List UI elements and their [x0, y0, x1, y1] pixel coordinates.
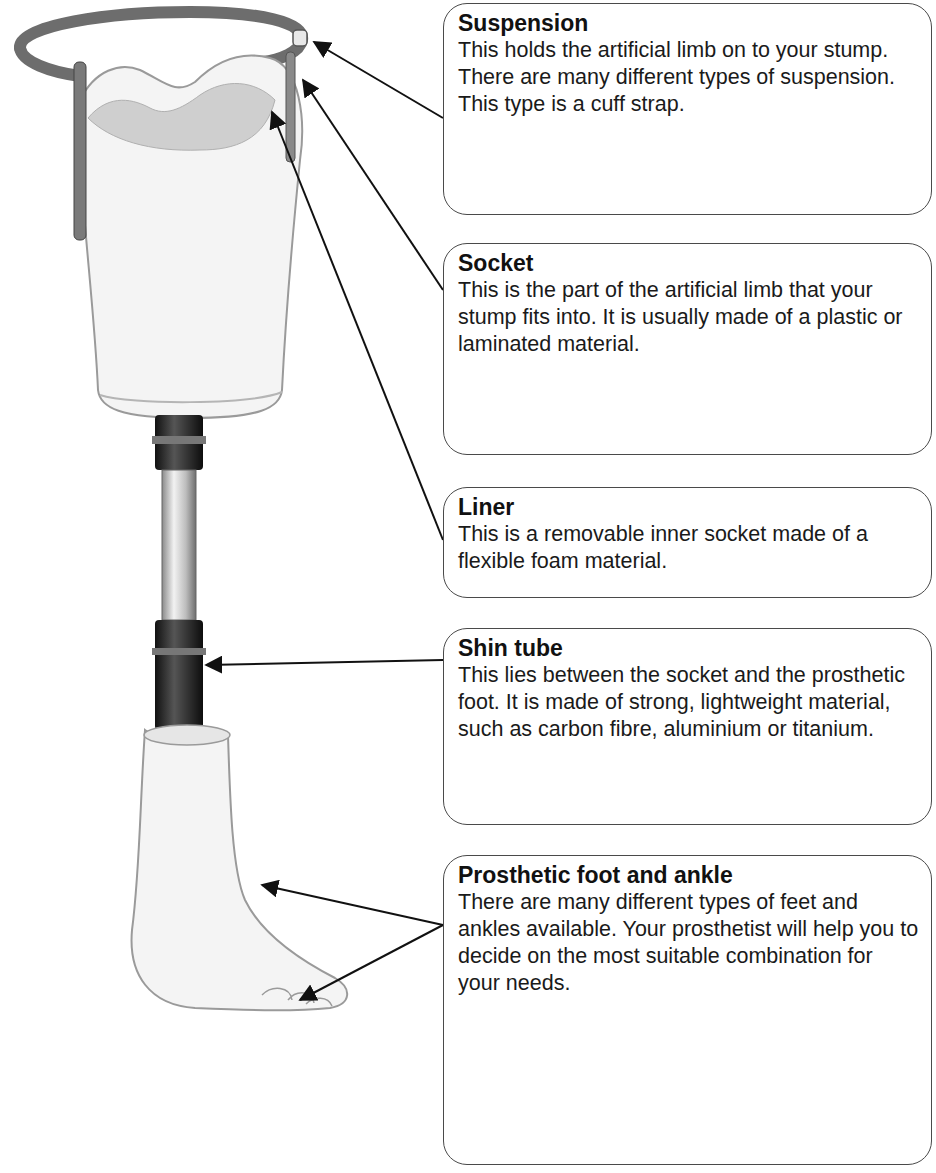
callout-heading: Suspension	[458, 10, 919, 37]
callout-heading: Prosthetic foot and ankle	[458, 862, 919, 889]
callout-text: There are many different types of feet a…	[458, 889, 919, 997]
callout-box: Prosthetic foot and ankleThere are many …	[443, 855, 932, 1165]
strap-tab	[286, 52, 295, 162]
callout-box: SocketThis is the part of the artificial…	[443, 243, 932, 455]
callout-text: This is a removable inner socket made of…	[458, 521, 919, 575]
callout-heading: Shin tube	[458, 635, 919, 662]
callout-box: SuspensionThis holds the artificial limb…	[443, 3, 932, 215]
callout-heading: Socket	[458, 250, 919, 277]
leader-lines	[206, 42, 443, 1000]
callout-box: Shin tubeThis lies between the socket an…	[443, 628, 932, 825]
callout-text: This is the part of the artificial limb …	[458, 277, 919, 358]
shin-tube	[152, 415, 206, 730]
callout-heading: Liner	[458, 494, 919, 521]
callout-text: This lies between the socket and the pro…	[458, 662, 919, 743]
socket	[80, 55, 302, 418]
callout-text: This holds the artificial limb on to you…	[458, 37, 919, 118]
prosthetic-foot	[132, 725, 348, 1010]
callout-box: LinerThis is a removable inner socket ma…	[443, 487, 932, 598]
